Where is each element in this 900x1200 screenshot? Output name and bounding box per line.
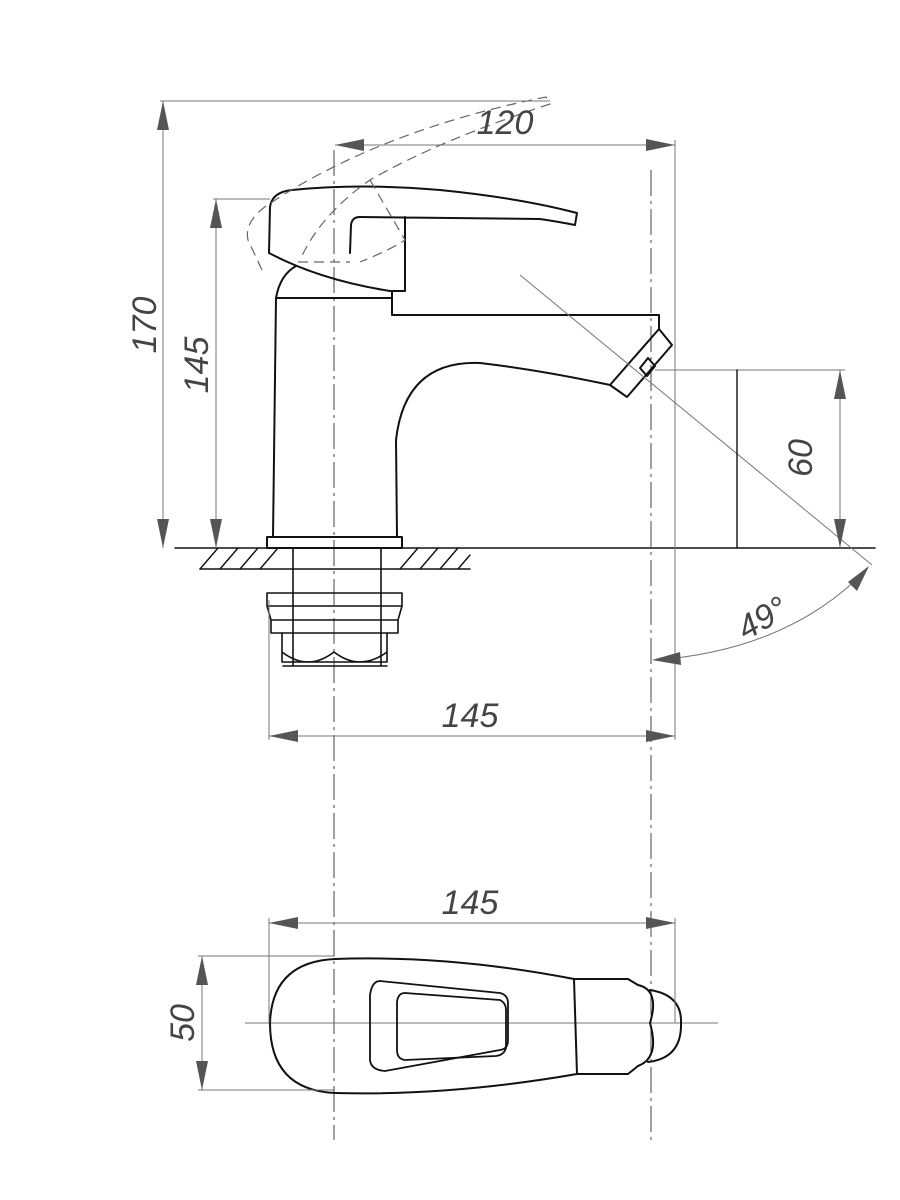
- dimension-top-length: 145: [268, 884, 676, 1023]
- dimension-label-145-side: 145: [442, 697, 499, 735]
- dimension-spout-angle: 49°: [652, 566, 869, 665]
- faucet-top-view: [245, 957, 718, 1095]
- dimension-label-60: 60: [782, 439, 820, 477]
- dimension-lever-reach: 120: [335, 104, 676, 740]
- lever-outline-top: [269, 957, 578, 1095]
- handle-window-inner: [396, 992, 507, 1061]
- dimension-label-120: 120: [477, 104, 534, 142]
- handle-window-outer: [369, 980, 509, 1072]
- dimension-spout-reach: 145: [268, 600, 675, 742]
- dimension-label-145-top: 145: [442, 884, 499, 922]
- dimension-label-50: 50: [164, 1004, 202, 1042]
- dimension-top-width: 50: [164, 955, 335, 1091]
- faucet-body: [272, 291, 660, 538]
- dimension-label-49-deg: 49°: [731, 589, 795, 648]
- base-plate: [266, 536, 403, 549]
- aerator: [609, 328, 673, 398]
- neck-top: [573, 978, 639, 1075]
- mounting-shank: [266, 547, 403, 667]
- dimension-label-170: 170: [126, 297, 164, 354]
- faucet-side-view: [246, 96, 873, 667]
- dimension-total-height: 170: [126, 100, 550, 548]
- dimension-label-145-height: 145: [178, 337, 216, 394]
- dimension-spout-height: 60: [655, 369, 846, 549]
- dimension-body-height: 145: [178, 198, 270, 548]
- spout-cap-top: [637, 984, 683, 1067]
- neck-dome: [275, 265, 297, 299]
- lever-handle: [268, 185, 578, 292]
- countertop-section: [174, 547, 876, 570]
- spout-axis-line: [519, 274, 873, 566]
- lever-raised-position: [246, 96, 551, 271]
